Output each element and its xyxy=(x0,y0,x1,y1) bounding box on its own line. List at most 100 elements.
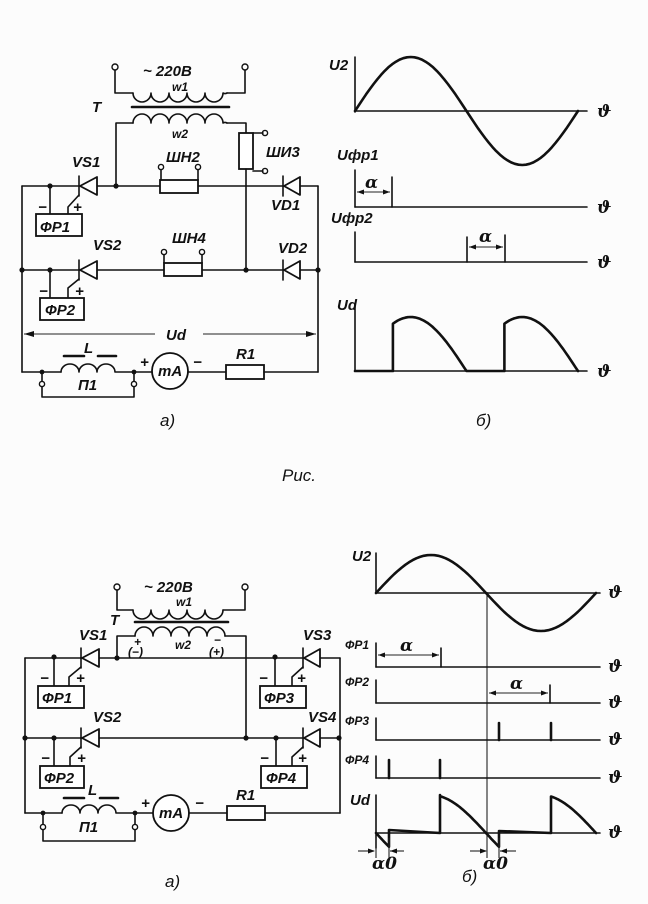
wf1-ud-curve xyxy=(353,315,580,373)
ammeter-label: mA xyxy=(158,363,182,380)
fr1-minus: − xyxy=(38,199,47,216)
wf1-alpha-2: α xyxy=(479,227,492,247)
f2-ammeter-plus: + xyxy=(141,795,150,812)
f2-wf-ud-label: Ud xyxy=(350,792,371,809)
f2-wf-fr2-label: ФР2 xyxy=(345,675,369,689)
wf1-ufr1-axis-symbol: ϑ xyxy=(597,198,611,218)
figure2-subcaption-b: б) xyxy=(462,867,477,886)
transformer-label: T xyxy=(92,99,103,116)
f2-thyristor-vs3-label: VS3 xyxy=(303,627,332,644)
thyristor-vs1 xyxy=(79,176,98,196)
f2-secondary-winding-label: w2 xyxy=(175,638,191,652)
wf1-ufr2-label: Uфр2 xyxy=(331,210,373,227)
ud-dimension-arrow xyxy=(24,331,316,337)
f2-phase-shifter-fr3 xyxy=(259,685,307,709)
wf1-u2-axis-symbol: ϑ xyxy=(597,102,611,122)
f2-fr3-plus: + xyxy=(297,670,306,687)
inductor-label: L xyxy=(84,340,93,357)
resistor-label: R1 xyxy=(236,346,255,363)
f2-wf-ud-curve xyxy=(374,793,598,849)
figure1-schematic: ~ 220В w1 T w2 ШИ3 VS1 ШН2 xyxy=(19,63,321,430)
f2-fr2-minus: − xyxy=(41,750,50,767)
switch-p1 xyxy=(41,386,135,398)
f2-wf-alpha-2: α xyxy=(510,674,523,694)
fr2-minus: − xyxy=(39,283,48,300)
primary-coil xyxy=(132,92,228,103)
f2-wf-fr2-axis-symbol: ϑ xyxy=(608,693,622,713)
figure2-schematic: ~ 220В w1 T w2 + (−) − (+) VS1 ФР1 − + V… xyxy=(22,579,342,891)
diode-vd2-label: VD2 xyxy=(278,240,308,257)
supply-label: ~ 220В xyxy=(143,63,192,80)
f2-wf-alpha0-1: α0 xyxy=(372,854,397,874)
phase-shifter-fr2-label: ФР2 xyxy=(45,302,76,319)
f2-thyristor-vs4-label: VS4 xyxy=(308,709,337,726)
f2-phase-shifter-fr2-label: ФР2 xyxy=(44,770,75,787)
f2-thyristor-vs2 xyxy=(81,728,100,748)
f2-wf-ud-axis-symbol: ϑ xyxy=(608,823,622,843)
thyristor-vs2-label: VS2 xyxy=(93,237,122,254)
thyristor-vs2 xyxy=(79,260,98,280)
resistor-r1 xyxy=(225,364,265,380)
thyristor-vs1-label: VS1 xyxy=(72,154,100,171)
f2-wf-u2-label: U2 xyxy=(352,548,372,565)
f2-secondary-coil xyxy=(134,626,226,637)
wf1-ud-axis-symbol: ϑ xyxy=(597,362,611,382)
f2-switch-label: П1 xyxy=(79,819,98,836)
fr2-plus: + xyxy=(75,283,84,300)
secondary-coil xyxy=(132,113,228,124)
figure2-subcaption-a: а) xyxy=(165,872,180,891)
wf1-ufr1-label: Uфр1 xyxy=(337,147,379,164)
f2-wf-u2-curve xyxy=(374,553,598,633)
figure1-subcaption-b: б) xyxy=(476,411,491,430)
f2-supply-label: ~ 220В xyxy=(144,579,193,596)
f2-transformer-label: T xyxy=(110,612,121,629)
f2-ammeter-minus: − xyxy=(195,795,204,812)
wf1-u2-label: U2 xyxy=(329,57,349,74)
f2-thyristor-vs1-label: VS1 xyxy=(79,627,107,644)
f2-phase-shifter-fr1-label: ФР1 xyxy=(42,690,72,707)
f2-thyristor-vs1 xyxy=(81,648,100,668)
f2-wf-fr1-label: ФР1 xyxy=(345,638,369,652)
f2-wf-fr3-label: ФР3 xyxy=(345,714,369,728)
f2-phase-shifter-fr4 xyxy=(260,765,308,789)
diode-vd2 xyxy=(283,260,301,280)
shunt-sh2 xyxy=(159,179,199,194)
f2-wf-fr4-axis-symbol: ϑ xyxy=(608,768,622,788)
shunt-sh2-label: ШН2 xyxy=(166,149,201,166)
f2-fr1-minus: − xyxy=(40,670,49,687)
f2-phase-shifter-fr1 xyxy=(37,685,85,709)
f2-primary-winding-label: w1 xyxy=(176,595,192,609)
ammeter-plus: + xyxy=(140,354,149,371)
shunt-sh3 xyxy=(238,132,254,170)
f2-thyristor-vs4 xyxy=(303,728,321,748)
f2-fr2-plus: + xyxy=(77,750,86,767)
phase-shifter-fr2 xyxy=(39,297,85,321)
wf1-ud-label: Ud xyxy=(337,297,358,314)
f2-polarity-right-alt: (+) xyxy=(209,645,224,659)
ammeter xyxy=(151,352,189,390)
f2-fr4-plus: + xyxy=(298,750,307,767)
f2-fr1-plus: + xyxy=(76,670,85,687)
f2-thyristor-vs2-label: VS2 xyxy=(93,709,122,726)
shunt-sh4-label: ШН4 xyxy=(172,230,207,247)
f2-fr3-minus: − xyxy=(259,670,268,687)
phase-shifter-fr1 xyxy=(35,213,83,237)
f2-wf-u2-axis-symbol: ϑ xyxy=(608,583,622,603)
figure2-waveforms: U2 ϑ ФР1 α ϑ ФР2 α ϑ ФР3 ϑ ФР4 ϑ xyxy=(345,548,622,886)
f2-polarity-right: − xyxy=(214,633,221,647)
diode-vd1 xyxy=(283,176,301,196)
f2-switch-p1 xyxy=(42,829,136,842)
primary-winding-label: w1 xyxy=(172,80,188,94)
f2-polarity-left-alt: (−) xyxy=(128,645,143,659)
fr1-plus: + xyxy=(73,199,82,216)
f2-wf-fr1-axis-symbol: ϑ xyxy=(608,657,622,677)
shunt-sh3-label: ШИ3 xyxy=(266,144,300,161)
inductor-l xyxy=(60,363,135,373)
f2-inductor-l xyxy=(61,804,136,814)
f2-inductor-label: L xyxy=(88,782,97,799)
diode-vd1-label: VD1 xyxy=(271,197,300,214)
output-voltage-label: Ud xyxy=(166,327,187,344)
f2-phase-shifter-fr4-label: ФР4 xyxy=(266,770,297,787)
f2-resistor-label: R1 xyxy=(236,787,255,804)
